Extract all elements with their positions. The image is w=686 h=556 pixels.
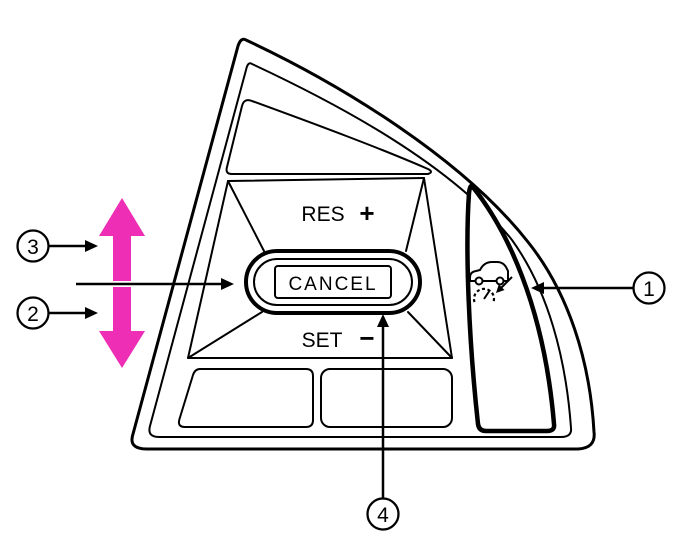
- callout-2-arrowhead: [85, 307, 98, 319]
- callout-3-arrowhead: [85, 240, 98, 252]
- cruise-control-icon-panel: [465, 183, 557, 434]
- cancel-button: CANCEL: [244, 249, 422, 315]
- callout-1-circle: [632, 271, 666, 305]
- cancel-button-label-box: [274, 265, 392, 299]
- speedometer-needle: [483, 289, 491, 300]
- callout-3: 3: [16, 229, 98, 263]
- callout-2-circle: [16, 296, 50, 330]
- rocker-diagonal-top-left: [227, 180, 265, 252]
- switch-panel: RES + CANCEL SET −: [130, 37, 596, 451]
- speedometer-arc: [472, 287, 496, 303]
- cancel-button-label: CANCEL: [288, 274, 377, 295]
- lower-right-button: [320, 368, 453, 428]
- set-label: SET: [302, 329, 343, 352]
- down-arrow-icon: [99, 287, 145, 368]
- callout-1-arrowhead: [531, 282, 544, 294]
- up-arrow-icon: [99, 198, 145, 281]
- callout-2-number: 2: [27, 303, 39, 326]
- callout-3-circle: [16, 229, 50, 263]
- callout-4-number: 4: [377, 504, 389, 527]
- rocker-diagonal-bottom-right: [407, 311, 453, 359]
- res-plus-symbol: +: [359, 198, 374, 228]
- rocker-switch: [187, 177, 453, 359]
- callout-4-arrowhead: [377, 314, 389, 327]
- lower-left-button: [177, 368, 314, 428]
- car-rear-wheel: [495, 276, 505, 286]
- car-front-wheel: [474, 276, 484, 286]
- car-silhouette: [469, 261, 509, 281]
- callout-1: 1: [531, 271, 666, 305]
- panel-inner-outline: [148, 62, 573, 438]
- res-label: RES: [301, 203, 344, 226]
- set-minus-symbol: −: [359, 323, 374, 353]
- cancel-pointer-arrowhead: [221, 278, 234, 290]
- cancel-pointer: [76, 278, 234, 290]
- callout-2: 2: [16, 296, 98, 330]
- set-speed-arrow-shaft: [500, 276, 513, 289]
- rocker-diagonal-top-right: [405, 177, 425, 252]
- upper-blank-button: [225, 99, 432, 175]
- callout-1-number: 1: [643, 278, 655, 301]
- cruise-control-icon: [469, 261, 513, 303]
- callout-3-number: 3: [27, 236, 39, 259]
- rocker-right-edge: [423, 177, 453, 359]
- rocker-diagonal-bottom-left: [187, 311, 263, 359]
- callout-4-circle: [366, 497, 400, 531]
- rocker-top-edge: [227, 177, 425, 182]
- set-speed-arrowhead: [496, 284, 505, 293]
- callout-4: 4: [366, 314, 400, 531]
- rocker-left-edge: [187, 180, 229, 359]
- tilt-direction-indicator: [99, 198, 145, 368]
- cancel-button-inner-ring: [253, 258, 413, 306]
